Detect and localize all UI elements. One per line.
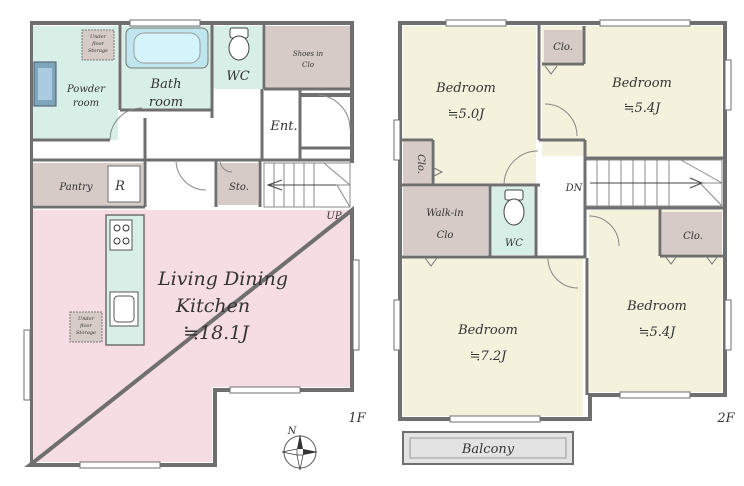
fridge-space bbox=[107, 165, 141, 203]
first-floor: Under floor Storage Under floor Storage … bbox=[23, 19, 367, 469]
toilet-1f-icon bbox=[228, 27, 250, 61]
closet-bottom-label: Clo. bbox=[683, 231, 703, 242]
sink-icon bbox=[109, 291, 139, 327]
closet-marks-2f bbox=[424, 65, 719, 267]
pantry-label: Pantry bbox=[58, 182, 92, 193]
svg-text:N: N bbox=[287, 426, 298, 437]
shoes-closet-label: Shoes in bbox=[293, 50, 324, 58]
bedroom-5-4-bottom-label: Bedroom bbox=[626, 299, 687, 314]
ldk-label-2: Kitchen bbox=[175, 295, 250, 317]
stairs-down-label: DN bbox=[565, 183, 584, 194]
toilet-2f-icon bbox=[503, 189, 525, 226]
wc-1f-label: WC bbox=[226, 69, 249, 84]
under-floor-storage-2: Under floor Storage bbox=[69, 311, 103, 343]
svg-text:Storage: Storage bbox=[88, 48, 108, 54]
walk-in-closet-label-2: Clo bbox=[437, 230, 454, 241]
outer-wall-2f bbox=[398, 21, 727, 421]
bedroom-7-2-size: ≒7.2J bbox=[470, 349, 508, 364]
powder-room-label: Powder bbox=[66, 84, 106, 95]
closet-top-label: Clo. bbox=[553, 42, 573, 53]
windows-1f bbox=[23, 19, 360, 469]
closet-left-label: Clo. bbox=[415, 154, 426, 174]
wc-2f-label: WC bbox=[505, 238, 523, 249]
bedroom-5-4-top-size: ≒5.4J bbox=[624, 101, 662, 116]
under-floor-storage-1: Under floor Storage bbox=[81, 29, 115, 61]
closet-bedroom-5-4-bottom bbox=[662, 212, 722, 254]
closet-bedroom-5-4-top bbox=[544, 30, 582, 62]
floor-1f-label: 1F bbox=[348, 411, 366, 426]
shoes-closet bbox=[266, 26, 350, 89]
balcony-label: Balcony bbox=[461, 442, 515, 457]
svg-text:floor: floor bbox=[79, 323, 92, 329]
stairs-up-label: UP bbox=[326, 211, 341, 222]
doors-2f bbox=[503, 103, 620, 289]
stairs-2f bbox=[584, 159, 723, 207]
compass-icon: N bbox=[281, 426, 318, 471]
bath-label-2: room bbox=[149, 95, 183, 110]
bedroom-7-2-label: Bedroom bbox=[457, 323, 518, 338]
interior-walls-2f bbox=[402, 24, 724, 395]
interior-walls-1f bbox=[33, 24, 352, 209]
bedroom-5-4-bottom-size: ≒5.4J bbox=[639, 325, 677, 340]
bedroom-7-2 bbox=[403, 258, 583, 416]
shoes-closet-label-2: Clo bbox=[302, 61, 314, 69]
stairs-1f bbox=[263, 162, 351, 208]
bath-label: Bath bbox=[150, 77, 182, 92]
bedroom-5-0-label: Bedroom bbox=[435, 81, 496, 96]
ldk-size: ≒18.1J bbox=[183, 322, 250, 344]
svg-text:floor: floor bbox=[91, 41, 104, 47]
balcony bbox=[402, 431, 574, 465]
svg-text:Storage: Storage bbox=[76, 330, 96, 336]
ldk-label: Living Dining bbox=[157, 268, 288, 290]
fridge-label: R bbox=[114, 179, 125, 194]
stove-icon bbox=[109, 219, 133, 251]
storage-1f-label: Sto. bbox=[229, 182, 249, 193]
svg-text:Under: Under bbox=[78, 316, 95, 322]
bedroom-5-4-top-label: Bedroom bbox=[611, 76, 672, 91]
walk-in-closet bbox=[403, 187, 488, 255]
svg-text:Under: Under bbox=[90, 34, 107, 40]
doors-1f bbox=[109, 94, 351, 191]
second-floor: Bedroom ≒5.0J Bedroom ≒5.4J Bedroom ≒7.2… bbox=[393, 19, 736, 465]
windows-2f bbox=[393, 19, 732, 423]
powder-room-label-2: room bbox=[73, 98, 99, 109]
closet-bedroom-5-0 bbox=[403, 142, 431, 184]
walk-in-closet-label: Walk-in bbox=[426, 208, 463, 219]
bedroom-5-0-size: ≒5.0J bbox=[448, 107, 486, 122]
entrance-label: Ent. bbox=[269, 119, 297, 134]
floor-2f-label: 2F bbox=[716, 411, 735, 426]
